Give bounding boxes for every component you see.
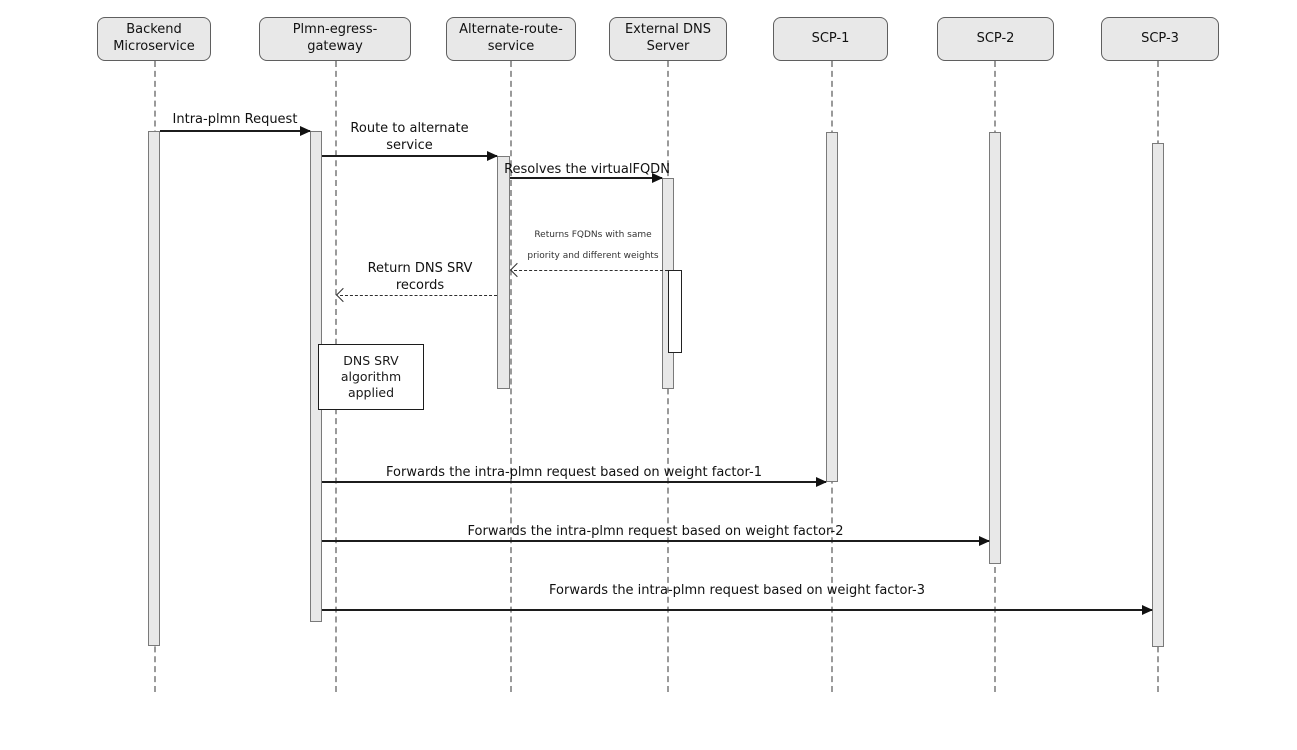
participant-label: Plmn-egress- gateway (292, 22, 378, 54)
note-dns-srv-algorithm: DNS SRV algorithm applied (318, 344, 424, 410)
participant-label: SCP-2 (976, 30, 1015, 46)
message-label-resolves-virtualfqdn: Resolves the virtualFQDN (504, 162, 670, 177)
message-arrow-intra-plmn-request (160, 126, 311, 136)
participant-label: SCP-1 (811, 30, 850, 46)
activation-scp-1 (826, 132, 838, 482)
activation-scp-3 (1152, 143, 1164, 647)
arrowhead-icon (652, 173, 663, 183)
arrowhead-icon (979, 536, 990, 546)
message-arrow-return-dns-srv (335, 287, 497, 303)
participant-label: SCP-3 (1141, 30, 1179, 46)
participant-label: External DNS Server (624, 22, 712, 54)
message-label-forward-weight-2: Forwards the intra-plmn request based on… (467, 524, 844, 539)
message-arrow-forward-weight-2 (322, 536, 990, 546)
message-label-route-to-alternate: Route to alternate service (350, 121, 469, 153)
message-label-returns-fqdns: Returns FQDNs with same priority and dif… (527, 230, 659, 261)
participant-plmn-egress-gateway: Plmn-egress- gateway (259, 17, 411, 61)
message-arrow-forward-weight-3 (322, 605, 1153, 615)
activation-alternate-route-service (497, 156, 510, 389)
participant-backend-microservice: Backend Microservice (97, 17, 211, 61)
participant-label: Backend Microservice (113, 22, 195, 54)
message-arrow-returns-fqdns (509, 262, 668, 278)
participant-scp-2: SCP-2 (937, 17, 1054, 61)
arrowhead-icon (1142, 605, 1153, 615)
participant-scp-3: SCP-3 (1101, 17, 1219, 61)
message-arrow-resolves-virtualfqdn (510, 173, 663, 183)
activation-scp-2 (989, 132, 1001, 564)
arrowhead-icon (816, 477, 827, 487)
arrowhead-icon (300, 126, 311, 136)
activation-backend-microservice (148, 131, 160, 646)
lifeline-alternate-route-service (510, 61, 512, 692)
participant-external-dns-server: External DNS Server (609, 17, 727, 61)
participant-label: Alternate-route- service (459, 22, 563, 54)
message-arrow-forward-weight-1 (322, 477, 827, 487)
arrowhead-icon (487, 151, 498, 161)
message-arrow-route-to-alternate (322, 151, 498, 161)
message-label-intra-plmn-request: Intra-plmn Request (172, 112, 298, 127)
participant-scp-1: SCP-1 (773, 17, 888, 61)
message-label-forward-weight-3: Forwards the intra-plmn request based on… (549, 583, 925, 598)
message-label-forward-weight-1: Forwards the intra-plmn request based on… (386, 465, 762, 480)
participant-alternate-route-service: Alternate-route- service (446, 17, 576, 61)
activation-external-dns-server-nested (668, 270, 682, 353)
message-label-return-dns-srv: Return DNS SRV records (367, 261, 473, 293)
